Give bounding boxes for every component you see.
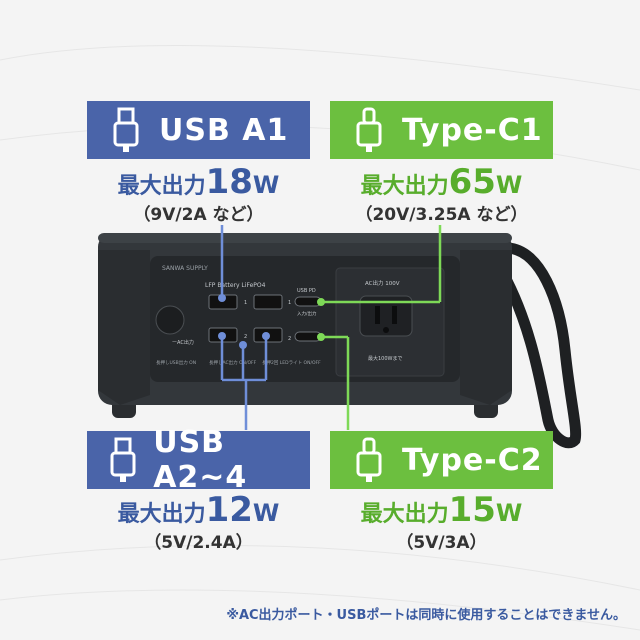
usb-c-ports: [294, 296, 322, 342]
type-c2-detail: （5V/3A）: [396, 533, 487, 553]
svg-text:長押しUSB出力 ON: 長押しUSB出力 ON: [156, 359, 196, 366]
type-c1-watt-value: 65: [448, 162, 496, 202]
usb-a2-4-watt-value: 12: [205, 490, 253, 530]
type-c1-detail: （20V/3.25A など）: [355, 205, 528, 225]
svg-text:LFP Battery LiFePO4: LFP Battery LiFePO4: [205, 282, 266, 289]
svg-text:入力/出力: 入力/出力: [297, 310, 317, 317]
usb-a2-4-spec: 最大出力12W （5V/2.4A）: [87, 493, 310, 555]
usb-c-plug-icon: [344, 101, 394, 159]
carry-strap: [494, 242, 582, 449]
svg-text:長押2回 LEDライト ON/OFF: 長押2回 LEDライト ON/OFF: [262, 359, 321, 366]
usb-a2-4-watt-unit: W: [252, 499, 280, 527]
type-c1-label: Type-C1: [330, 101, 553, 159]
type-c1-max-label: 最大出力: [360, 174, 449, 199]
brand-logo: SANWA SUPPLY: [162, 265, 208, 272]
usb-a1-spec: 最大出力18W （9V/2A など）: [87, 165, 310, 227]
usb-a1-watt-unit: W: [252, 171, 280, 199]
power-button: [155, 305, 185, 335]
type-c2-watt-unit: W: [495, 499, 523, 527]
type-c2-spec: 最大出力15W （5V/3A）: [330, 493, 553, 555]
type-c2-max-label: 最大出力: [360, 502, 449, 527]
svg-text:1: 1: [288, 300, 291, 306]
ac-outlet: [359, 295, 413, 337]
usb-c-connector-lines: [321, 225, 442, 430]
usb-a-plug-icon: [101, 431, 145, 489]
svg-text:長押しAC出力 ON/OFF: 長押しAC出力 ON/OFF: [209, 359, 257, 366]
usb-a1-max-label: 最大出力: [117, 174, 206, 199]
svg-text:最大100Wまで: 最大100Wまで: [368, 355, 403, 362]
usb-a1-watt-value: 18: [205, 162, 253, 202]
svg-text:2: 2: [288, 336, 291, 342]
type-c2-watt-value: 15: [448, 490, 496, 530]
usb-a1-label: USB A1: [87, 101, 310, 159]
usb-a1-title: USB A1: [159, 112, 289, 148]
usb-a-connector-lines: [220, 225, 268, 430]
type-c1-watt-unit: W: [495, 171, 523, 199]
svg-text:1: 1: [244, 300, 247, 306]
footnote: ※AC出力ポート・USBポートは同時に使用することはできません。: [226, 608, 626, 623]
usb-a2-4-title: USB A2~4: [153, 425, 248, 495]
svg-text:ーAC出力: ーAC出力: [172, 339, 194, 346]
usb-a2-4-max-label: 最大出力: [117, 502, 206, 527]
type-c1-title: Type-C1: [402, 112, 543, 148]
svg-text:2: 2: [244, 334, 247, 340]
usb-a2-4-detail: （5V/2.4A）: [144, 533, 253, 553]
svg-text:USB PD: USB PD: [297, 288, 316, 294]
type-c2-label: Type-C2: [330, 431, 553, 489]
usb-a2-4-label: USB A2~4: [87, 425, 310, 495]
usb-c-plug-icon: [344, 431, 394, 489]
type-c2-title: Type-C2: [402, 442, 543, 478]
type-c1-spec: 最大出力65W （20V/3.25A など）: [320, 165, 563, 227]
svg-text:AC出力 100V: AC出力 100V: [365, 279, 400, 287]
usb-a1-detail: （9V/2A など）: [133, 205, 264, 225]
usb-a-plug-icon: [101, 101, 151, 159]
